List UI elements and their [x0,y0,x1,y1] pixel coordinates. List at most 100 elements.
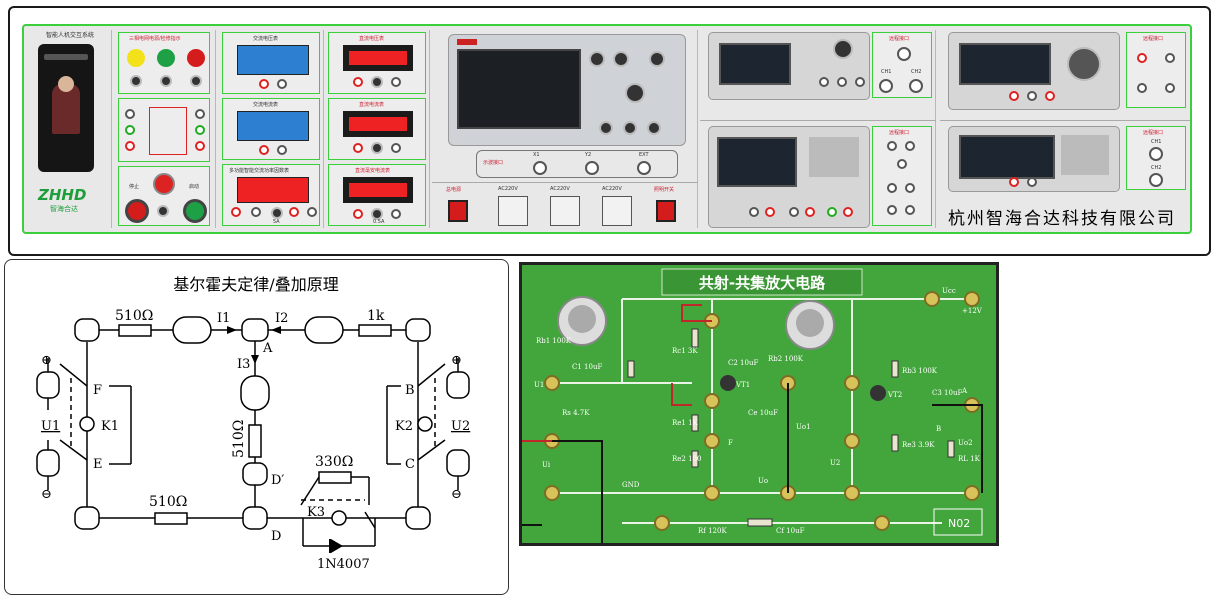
terminal[interactable] [391,209,401,219]
terminal[interactable] [1149,173,1163,187]
ammeter-i3-socket[interactable] [240,375,270,411]
hmi-screen[interactable] [38,44,94,172]
node-d-prime-terminal[interactable] [242,462,268,486]
range-knob[interactable] [371,142,383,154]
range-knob[interactable] [371,76,383,88]
terminal[interactable] [819,77,829,87]
u1-negative-terminal[interactable] [36,449,60,477]
terminal[interactable] [897,47,911,61]
pad-gnd-right[interactable] [964,485,980,501]
pad-gnd-left[interactable] [544,485,560,501]
phase-knob-1[interactable] [130,75,142,87]
pad-node[interactable] [704,393,720,409]
terminal[interactable] [897,159,907,169]
node-d-terminal[interactable] [242,506,268,530]
terminal[interactable] [805,207,815,217]
pad-node[interactable] [844,375,860,391]
k3-switch-knob[interactable] [331,510,347,526]
terminal-bottom-left[interactable] [74,506,100,530]
port-y2[interactable] [585,161,599,175]
terminal[interactable] [855,77,865,87]
stop-button[interactable] [125,199,149,223]
u1-positive-terminal[interactable] [36,371,60,399]
terminal[interactable] [1009,177,1019,187]
terminal[interactable] [125,125,135,135]
pad-node[interactable] [844,485,860,501]
terminal[interactable] [1137,83,1147,93]
terminal[interactable] [843,207,853,217]
terminal[interactable] [259,79,269,89]
terminal[interactable] [195,125,205,135]
pad-node[interactable] [704,485,720,501]
terminal[interactable] [307,207,317,217]
terminal[interactable] [1027,91,1037,101]
u2-negative-terminal[interactable] [446,449,470,477]
terminal[interactable] [1027,177,1037,187]
terminal[interactable] [353,143,363,153]
generator-knob[interactable] [833,39,853,59]
ammeter-i2-socket[interactable] [304,316,344,344]
ext-input[interactable] [647,121,661,135]
ac-socket[interactable] [550,196,580,226]
terminal[interactable] [251,207,261,217]
start-button[interactable] [183,199,207,223]
node-a-terminal[interactable] [241,318,269,342]
terminal[interactable] [289,207,299,217]
terminal[interactable] [827,207,837,217]
key-switch[interactable] [157,205,169,217]
terminal-top-left[interactable] [74,318,100,342]
terminal[interactable] [1045,91,1055,101]
terminal[interactable] [789,207,799,217]
u2-positive-terminal[interactable] [446,371,470,399]
terminal[interactable] [887,183,897,193]
port-x1[interactable] [533,161,547,175]
terminal[interactable] [765,207,775,217]
terminal[interactable] [195,109,205,119]
terminal[interactable] [277,145,287,155]
terminal[interactable] [905,183,915,193]
terminal[interactable] [277,79,287,89]
terminal[interactable] [905,141,915,151]
range-knob[interactable] [371,208,383,220]
scope-knob[interactable] [613,51,629,67]
terminal[interactable] [1137,53,1147,63]
terminal[interactable] [125,109,135,119]
scope-knob[interactable] [649,51,665,67]
terminal[interactable] [887,141,897,151]
main-power-switch[interactable] [448,200,468,222]
pad-node[interactable] [704,433,720,449]
ac-socket[interactable] [602,196,632,226]
terminal[interactable] [391,143,401,153]
pad-12v[interactable] [964,291,980,307]
terminal[interactable] [749,207,759,217]
pad-rf-left[interactable] [654,515,670,531]
scope-knob[interactable] [625,83,645,103]
terminal[interactable] [353,77,363,87]
terminal[interactable] [195,141,205,151]
k1-switch-knob[interactable] [79,416,95,432]
phase-knob-3[interactable] [190,75,202,87]
terminal[interactable] [391,77,401,87]
terminal-bottom-right[interactable] [405,506,431,530]
pad-u1[interactable] [544,375,560,391]
terminal[interactable] [231,207,241,217]
phase-knob-2[interactable] [160,75,172,87]
ac-socket[interactable] [498,196,528,226]
light-switch[interactable] [656,200,676,222]
pad-rf-right[interactable] [874,515,890,531]
k2-switch-knob[interactable] [417,416,433,432]
terminal[interactable] [837,77,847,87]
channel-input-2[interactable] [623,121,637,135]
terminal-top-right[interactable] [405,318,431,342]
terminal[interactable] [909,79,923,93]
port-ext[interactable] [637,161,651,175]
terminal[interactable] [887,205,897,215]
terminal[interactable] [1149,147,1163,161]
terminal[interactable] [1009,91,1019,101]
range-knob[interactable] [271,207,283,219]
terminal[interactable] [259,145,269,155]
ammeter-i1-socket[interactable] [172,316,212,344]
terminal[interactable] [1165,53,1175,63]
terminal[interactable] [353,209,363,219]
terminal[interactable] [125,141,135,151]
